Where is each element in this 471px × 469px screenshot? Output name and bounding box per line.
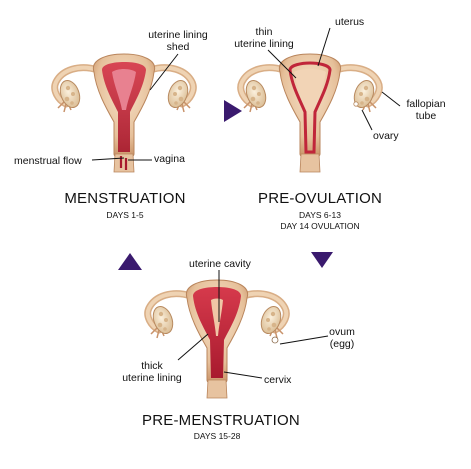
label-thick-line1: thick bbox=[141, 360, 163, 372]
label-fallopian-line1: fallopian bbox=[406, 98, 446, 110]
label-uterus: uterus bbox=[335, 16, 365, 28]
uterus-illustration-pre-ovulation bbox=[241, 54, 380, 172]
label-uterine-cavity: uterine cavity bbox=[189, 258, 251, 270]
label-ovum-egg: ovum (egg) bbox=[320, 326, 364, 350]
label-fallopian-line2: tube bbox=[415, 110, 437, 122]
label-ovum-line2: (egg) bbox=[329, 338, 355, 350]
panel-title-menstruation: MENSTRUATION bbox=[64, 190, 186, 207]
label-uterine-lining-shed: uterine lining shed bbox=[138, 29, 218, 53]
label-fallopian-tube: fallopian tube bbox=[398, 98, 454, 122]
panel-days-menstruation: DAYS 1-5 bbox=[106, 210, 144, 220]
down-arrow-icon bbox=[311, 252, 333, 268]
label-cervix: cervix bbox=[264, 374, 292, 386]
label-uterine-lining-shed-line1: uterine lining bbox=[148, 29, 208, 41]
label-menstrual-flow: menstrual flow bbox=[14, 155, 82, 167]
label-uterine-lining-shed-line2: shed bbox=[166, 41, 190, 53]
right-arrow-icon bbox=[224, 100, 242, 122]
label-thin-line2: uterine lining bbox=[234, 38, 294, 50]
leader-lines bbox=[91, 27, 401, 379]
panel-days-pre-ovulation: DAYS 6-13 bbox=[299, 210, 341, 220]
label-thick-uterine-lining: thick uterine lining bbox=[112, 360, 192, 384]
panel-day14-ovulation: DAY 14 OVULATION bbox=[280, 221, 360, 231]
up-arrow-icon bbox=[118, 253, 142, 270]
label-ovum-line1: ovum bbox=[329, 326, 355, 338]
panel-days-pre-menstruation: DAYS 15-28 bbox=[193, 431, 241, 441]
label-vagina: vagina bbox=[154, 153, 185, 165]
label-thick-line2: uterine lining bbox=[122, 372, 182, 384]
uterus-illustration-pre-menstruation bbox=[148, 280, 287, 398]
label-ovary: ovary bbox=[373, 130, 399, 142]
label-thin-line1: thin bbox=[255, 26, 273, 38]
panel-title-pre-ovulation: PRE-OVULATION bbox=[257, 190, 382, 207]
panel-title-pre-menstruation: PRE-MENSTRUATION bbox=[142, 412, 300, 429]
label-thin-uterine-lining: thin uterine lining bbox=[224, 26, 304, 50]
